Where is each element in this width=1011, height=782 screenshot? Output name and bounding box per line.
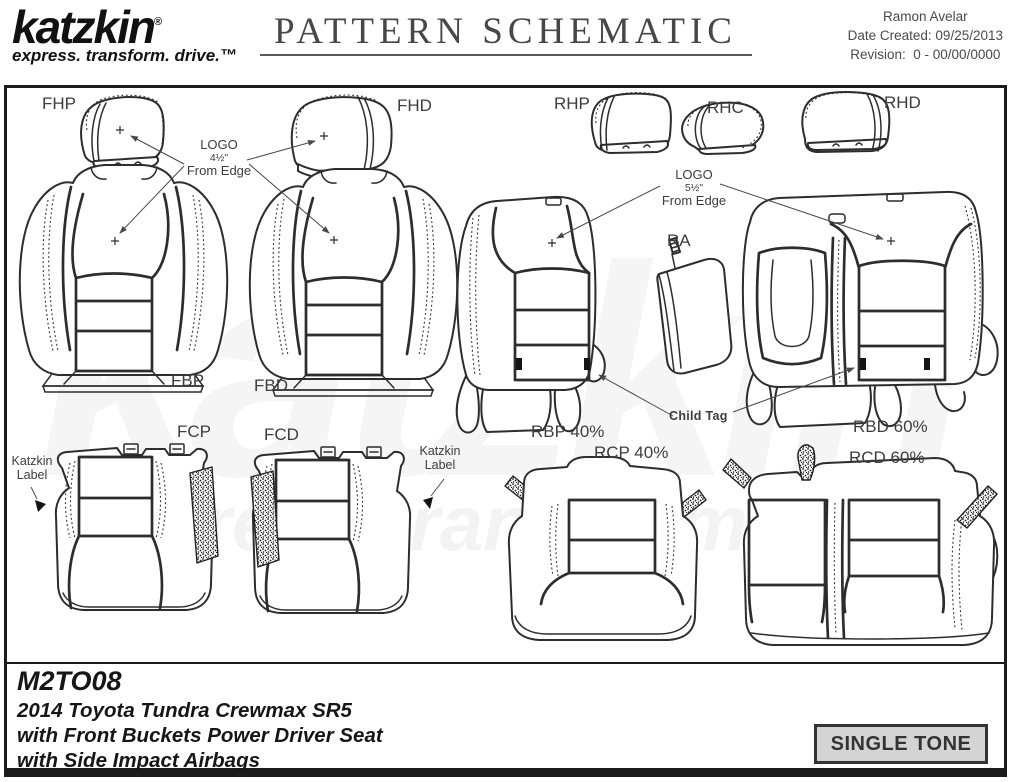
fbd-seatback-drawing [248, 167, 459, 398]
piece-label-rcp: RCP 40% [594, 443, 669, 462]
brand-tagline: express. transform. drive.™ [12, 46, 237, 65]
piece-label-rhc: RHC [707, 98, 744, 117]
schematic-svg [18, 91, 999, 646]
child-tag-anchor [860, 358, 866, 370]
piece-label-fbd: FBD [254, 376, 288, 395]
fcp-cushion-drawing [54, 443, 215, 611]
piece-label-fhd: FHD [397, 96, 432, 115]
piece-label-fhp: FHP [42, 94, 76, 113]
rbd-seatback-drawing [741, 190, 999, 428]
katzkin-label-pointer-right [423, 497, 433, 509]
schematic-board: katzkin express.transform.drive [7, 88, 1004, 664]
single-tone-badge: SINGLE TONE [814, 724, 988, 764]
piece-label-fcp: FCP [177, 422, 211, 441]
vehicle-line-1: 2014 Toyota Tundra Crewmax SR5 [17, 699, 352, 722]
registered-mark: ® [153, 16, 162, 28]
rcp-cushion-drawing [504, 456, 707, 641]
piece-label-rbd: RBD 60% [853, 417, 928, 436]
rhc-headrest-drawing [681, 101, 765, 155]
annotation-katzkin-label-right: Katzkin Label [419, 444, 461, 472]
rcd-strap [797, 444, 816, 481]
annotation-katzkin-label-left: Katzkin Label [11, 454, 53, 482]
document-frame: katzkin express.transform.drive [4, 85, 1007, 777]
meta-author: Ramon Avelar [883, 9, 968, 24]
fcd-suede-strip [250, 470, 280, 568]
piece-label-rhp: RHP [554, 94, 590, 113]
piece-label-rhd: RHD [884, 93, 921, 112]
fhd-headrest-drawing [290, 94, 393, 181]
vehicle-line-2: with Front Buckets Power Driver Seat [17, 724, 383, 747]
pattern-code: M2TO08 [17, 666, 122, 696]
piece-label-fbp: FBP [171, 371, 205, 390]
child-tag-anchor [516, 358, 522, 370]
brand-name: katzkin [12, 1, 156, 53]
annotation-logo-front: LOGO 4½" From Edge [186, 137, 252, 179]
document-meta: Ramon Avelar Date Created: 09/25/2013 Re… [848, 8, 1003, 65]
vehicle-line-3: with Side Impact Airbags [17, 749, 261, 772]
header: katzkin® express. transform. drive.™ PAT… [0, 0, 1011, 85]
annotation-logo-rear: LOGO 5½" From Edge [661, 167, 727, 209]
piece-label-ra: RA [667, 231, 691, 250]
title-underline [259, 54, 752, 56]
rcd-strap [956, 485, 998, 529]
logo-position-marks [111, 126, 895, 247]
katzkin-logo: katzkin® express. transform. drive.™ [12, 4, 237, 66]
meta-revision: Revision: 0 - 00/00/0000 [850, 46, 1001, 62]
fcp-suede-strip [189, 466, 219, 564]
annotation-child-tag: Child Tag [669, 409, 728, 423]
fbp-seatback-drawing [18, 164, 229, 393]
vehicle-description: 2014 Toyota Tundra Crewmax SR5 with Fron… [17, 698, 383, 773]
annotation-leader-lines [30, 135, 884, 500]
meta-date-created: Date Created: 09/25/2013 [847, 27, 1003, 43]
rhp-headrest-drawing [590, 92, 672, 154]
piece-label-rbp: RBP 40% [531, 422, 605, 441]
child-tag-anchor [584, 358, 590, 370]
katzkin-label-pointer-left [35, 500, 46, 512]
rhd-headrest-drawing [801, 91, 891, 153]
rbp-seatback-drawing [455, 195, 606, 434]
rcd-strap [722, 458, 752, 489]
fhp-headrest-drawing [80, 94, 165, 169]
piece-label-fcd: FCD [264, 425, 299, 444]
rcd-cushion-drawing [722, 444, 999, 646]
footer: M2TO08 2014 Toyota Tundra Crewmax SR5 wi… [7, 664, 1004, 772]
child-tag-anchor [924, 358, 930, 370]
piece-label-rcd: RCD 60% [849, 448, 925, 467]
ra-armrest-drawing [656, 237, 733, 375]
